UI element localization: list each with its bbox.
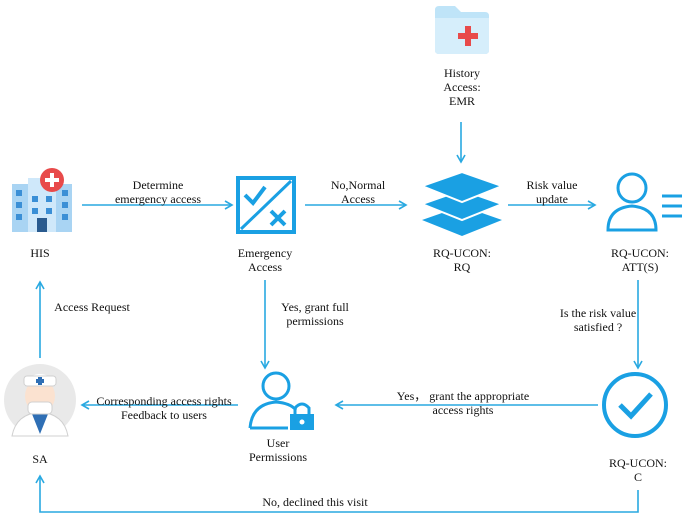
- sa-label: SA: [32, 452, 48, 466]
- emergency-label: Emergency Access: [237, 246, 293, 274]
- rq-label: RQ-UCON: RQ: [432, 246, 491, 274]
- edge-label-determine-emergency: Determine emergency access: [114, 178, 202, 206]
- user-lock-icon: [248, 371, 314, 430]
- hospital-icon: [12, 168, 72, 232]
- edge-label-risk-satisfied: Is the risk value satisfied ?: [559, 306, 637, 334]
- history-label: History Access: EMR: [443, 66, 481, 108]
- stacked-layers-icon: [420, 170, 504, 236]
- emergency-check-icon: [236, 176, 296, 234]
- edge-label-feedback: Corresponding access rights Feedback to …: [96, 394, 232, 422]
- check-circle-icon: [602, 372, 668, 438]
- edge-label-normal-access: No,Normal Access: [330, 178, 386, 206]
- his-label: HIS: [30, 246, 50, 260]
- edge-label-access-request: Access Request: [54, 300, 130, 314]
- user-attribute-icon: [606, 172, 682, 232]
- edge-label-risk-update: Risk value update: [526, 178, 578, 206]
- att-label: RQ-UCON: ATT(S): [610, 246, 669, 274]
- arrow-c-to-sa: [35, 474, 639, 513]
- medical-folder-icon: [435, 6, 489, 54]
- edge-label-grant-appropriate: Yes， grant the appropriate access rights: [396, 389, 530, 417]
- c-label: RQ-UCON: C: [608, 456, 667, 484]
- edge-label-grant-full: Yes, grant full permissions: [281, 300, 349, 328]
- user-permissions-label: User Permissions: [248, 436, 307, 464]
- edge-label-declined: No, declined this visit: [262, 495, 368, 509]
- doctor-avatar-icon: [4, 364, 76, 437]
